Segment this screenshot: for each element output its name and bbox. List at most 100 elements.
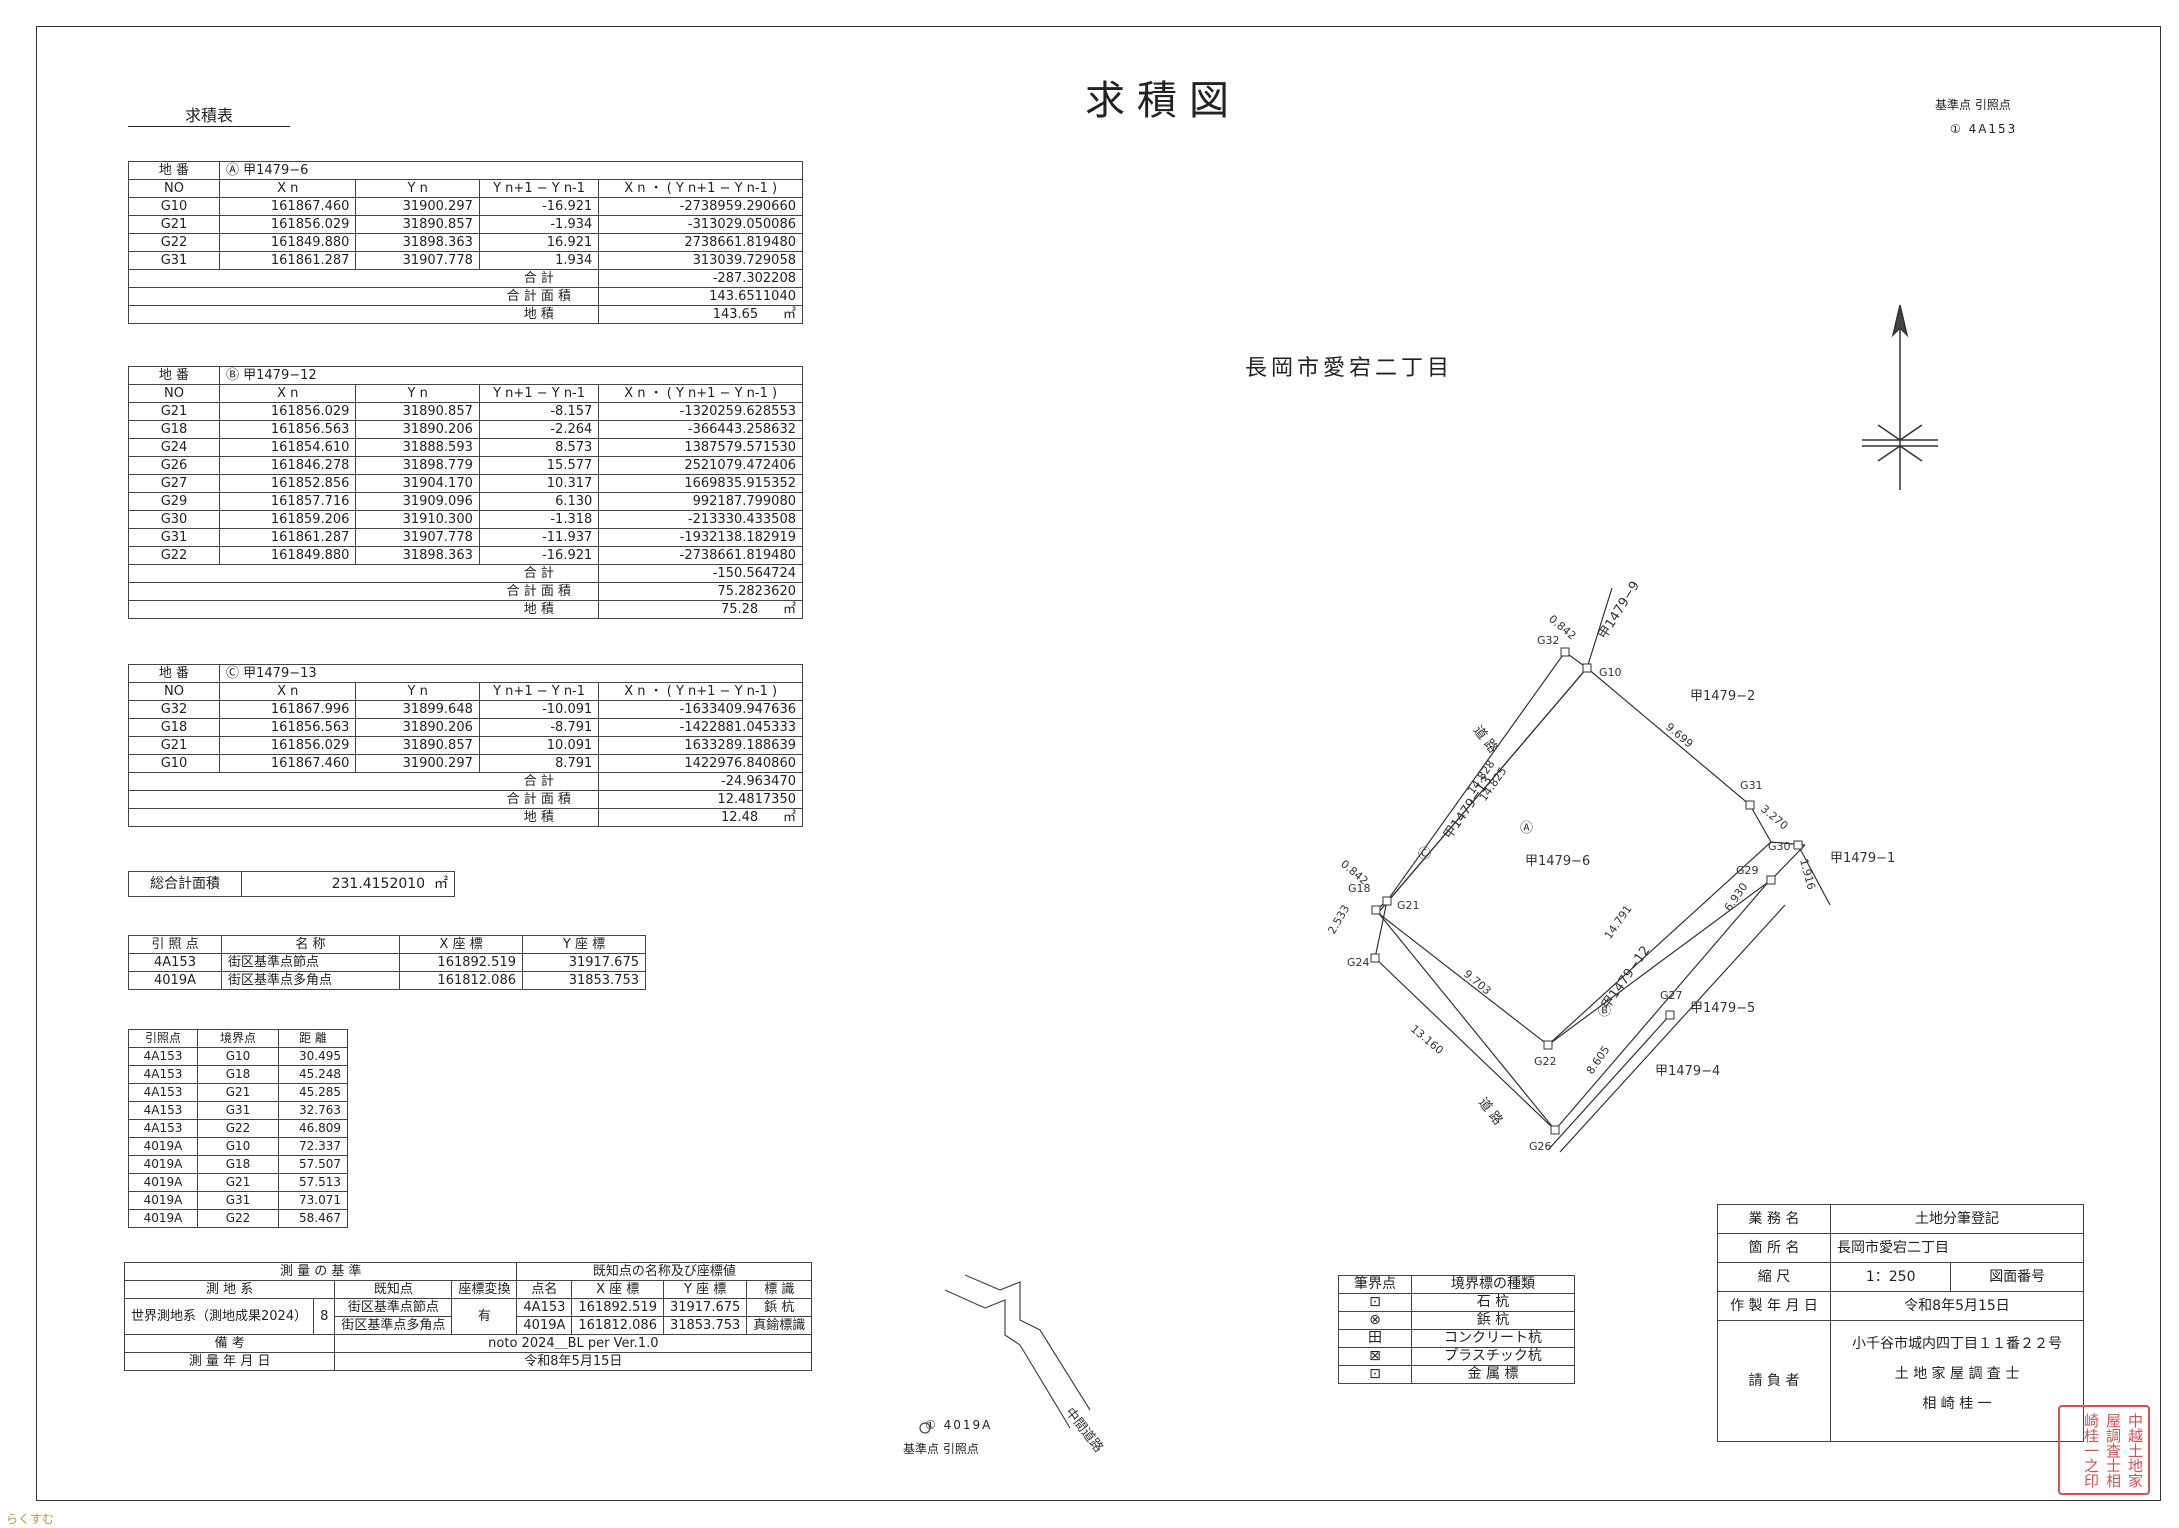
transform: 有 [451,1298,518,1335]
boundary-point-g21 [1382,896,1392,906]
reference-point-top: ① 4A153 [1950,122,2018,136]
sub-transform: 座標変換 [451,1280,518,1299]
kp2-y: 31853.753 [662,1316,748,1335]
contractor-name: 相 崎 桂 一 [1922,1396,1992,1412]
dimension-label: 2.533 [1325,903,1352,937]
col-yn: Y n [355,682,480,701]
boundary-point-g18 [1371,905,1381,915]
col-diff: Y n+1 − Y n-1 [478,682,600,701]
contractor-address: 小千谷市城内四丁目１１番２２号 [1852,1336,2062,1352]
road-lines [919,1274,1091,1434]
map-label-a: Ⓐ [1520,821,1533,836]
boundary-marker-legend: 筆界点境界標の種類⊡石 杭⊗鋲 杭田コンクリート杭⊠プラスチック杭⊡金 属 標 [1338,1275,1575,1384]
area-sum-value: 143.6511040 [598,287,803,306]
contractor-label: 請 負 者 [1717,1320,1831,1442]
kp2-name: 4019A [516,1316,573,1335]
remark: noto 2024＿BL per Ver.1.0 [334,1334,813,1353]
dimension-label: 14.791 [1602,903,1635,942]
legend-header: 境界標の種類 [1411,1275,1575,1294]
point-label-g29: G29 [1736,864,1759,877]
legend-row: ⊡石 杭 [1338,1293,1575,1312]
contractor-cell: 小千谷市城内四丁目１１番２２号 土 地 家 屋 調 査 士 相 崎 桂 一 [1830,1320,2084,1442]
legend-row: ⊠プラスチック杭 [1338,1347,1575,1366]
job-name: 土地分筆登記 [1830,1204,2084,1234]
boundary-point-g32 [1560,647,1570,657]
survey-date-label: 測 量 年 月 日 [123,1352,336,1371]
map-label-kou-1479-6: 甲1479−6 [1525,854,1590,869]
col-prod: X n ・ ( Y n+1 − Y n-1 ) [598,682,803,701]
created-date-label: 作 製 年 月 日 [1717,1291,1831,1321]
kyuseki-table-label: 求積表 [128,102,290,127]
point-label-g32: G32 [1537,634,1560,647]
point-label-g18: G18 [1348,882,1371,895]
map-label-road1: 道 路 [1470,723,1501,757]
boundary-point-g24 [1370,953,1380,963]
point-label-g21: G21 [1397,899,1420,912]
total-area-label: 総合計面積 [128,871,242,897]
boundary-point-g22 [1543,1040,1553,1050]
legend-row: ⊡金 属 標 [1338,1365,1575,1384]
area-value: 143.65 ㎡ [598,305,803,324]
chiban-label: 地 番 [128,161,220,180]
area-label: 地 積 [479,305,600,324]
map-label-kou-1479-2: 甲1479−2 [1690,689,1755,704]
map-labels: G32G10G31G30G29G27G22G26G24G18G21甲1479−9… [1062,579,1895,1456]
total-label: 合 計 [479,269,600,288]
area-sum-value: 12.4817350 [598,790,803,809]
map-label-kou-1479-4: 甲1479−4 [1655,1064,1720,1079]
dimension-label: 13.160 [1408,1022,1446,1057]
col-no: NO [128,179,220,198]
chiban-label: 地 番 [128,366,220,385]
total-area-table: 総合計面積 231.4152010 ㎡ [128,871,455,897]
reference-point-bottom: ① 4019A [925,1418,993,1432]
dimension-label: 1.916 [1797,857,1818,891]
col-yn: Y n [355,179,480,198]
survey-basis-table: 測 量 の 基 準 既知点の名称及び座標値 測 地 系 既知点 座標変換 点名 … [123,1262,813,1371]
kp1-marker: 鋲 杭 [746,1298,813,1317]
created-date: 令和8年5月15日 [1830,1291,2084,1321]
kp1-x: 161892.519 [571,1298,664,1317]
col-no: NO [128,384,220,403]
job-name-label: 業 務 名 [1717,1204,1831,1234]
map-label-kou-1479-9: 甲1479−9 [1596,579,1643,642]
area-value: 75.28 ㎡ [598,600,803,619]
point-label-g24: G24 [1347,956,1370,969]
point-label-g30: G30 [1768,840,1791,853]
area-value: 12.48 ㎡ [598,808,803,827]
point-label-g22: G22 [1534,1055,1557,1068]
scale-label: 縮 尺 [1717,1262,1831,1292]
chiban-label: 地 番 [128,664,220,683]
survey-date: 令和8年5月15日 [334,1352,813,1371]
dimension-label: 8.605 [1584,1043,1613,1076]
area-sum-label: 合 計 面 積 [479,287,600,306]
kp2-x: 161812.086 [571,1316,664,1335]
total-area-value: 231.4152010 ㎡ [241,871,455,897]
boundary-point-g30 [1793,840,1803,850]
point-label-g26: G26 [1529,1140,1552,1153]
drawing-sheet [36,26,2161,1501]
point-label-g10: G10 [1599,666,1622,679]
point-label-g27: G27 [1660,989,1683,1002]
ref-header: 引 照 点 [128,935,222,954]
reference-label-top: 基準点 引照点 [1935,98,2011,112]
zone: 8 [313,1298,336,1335]
boundary-point-g26 [1550,1125,1560,1135]
footer-logo: らくすむ [6,1512,55,1526]
